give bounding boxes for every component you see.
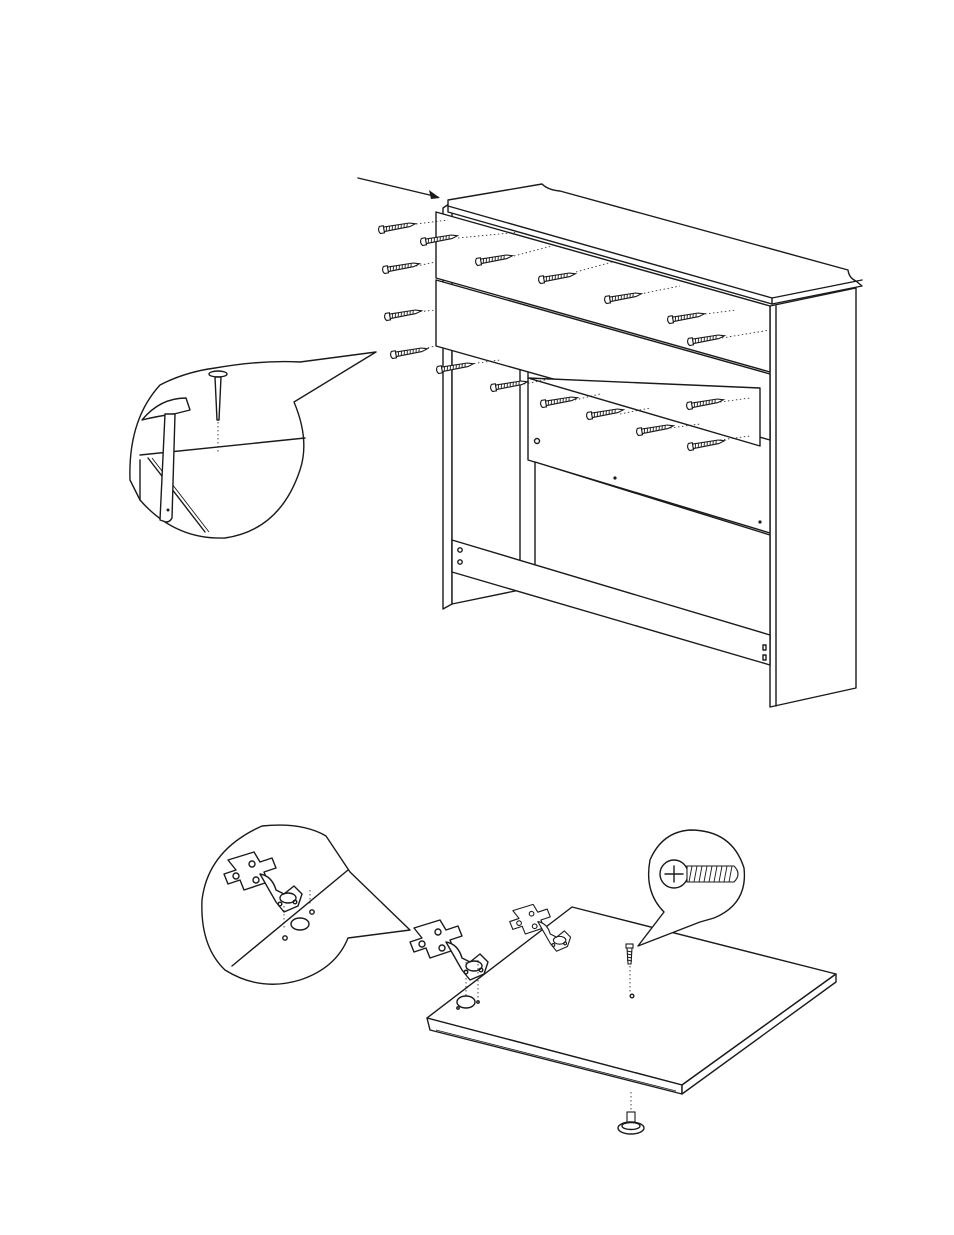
nail-callout	[130, 352, 376, 538]
screw-callout	[638, 830, 744, 946]
hinge-callout	[202, 825, 410, 984]
door-hinge-assembly-figure	[0, 815, 954, 1150]
back-panel-diagram	[0, 150, 954, 730]
door-panel	[427, 907, 836, 1085]
right-side-panel	[770, 288, 856, 707]
arrow-icon	[358, 178, 438, 197]
door-hinge-diagram	[0, 815, 954, 1150]
knob-icon	[618, 1092, 644, 1134]
back-panel-assembly-figure	[0, 150, 954, 730]
